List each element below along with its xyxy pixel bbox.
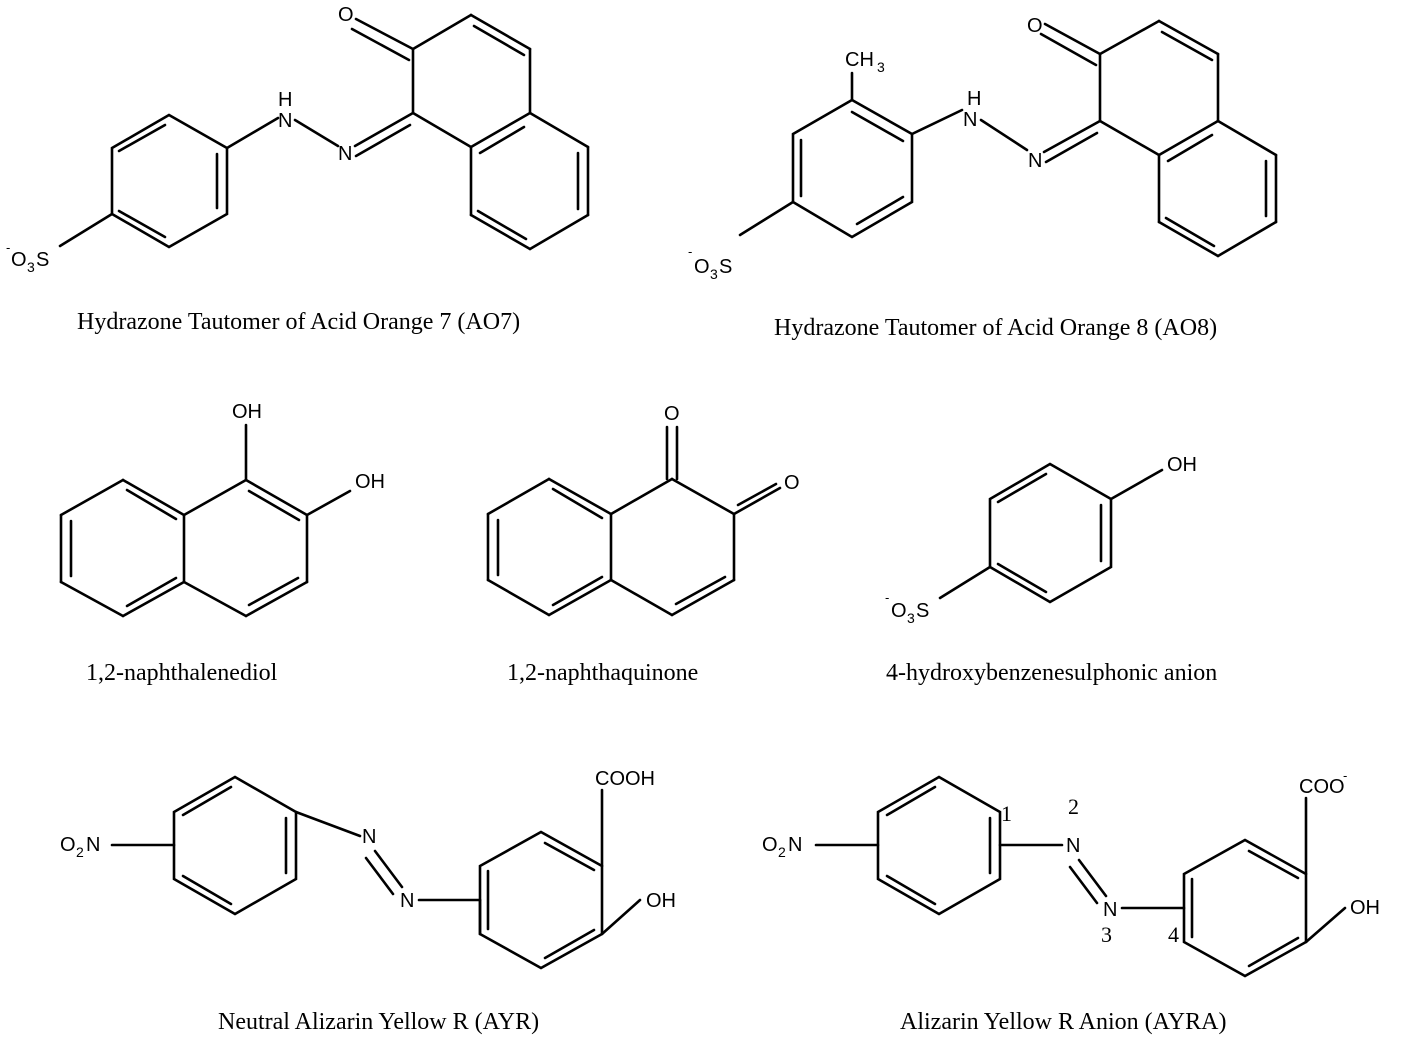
atom-label: 3	[27, 259, 35, 275]
caption-ao7: Hydrazone Tautomer of Acid Orange 7 (AO7…	[77, 309, 520, 335]
atom-label: N	[788, 834, 802, 856]
atom-label: O	[60, 834, 76, 856]
structure-naphthalenediol: OH OH 1,2-naphthalenediol	[59, 401, 385, 686]
atom-label: H	[278, 89, 292, 111]
atom-label: OH	[1167, 454, 1197, 476]
position-number: 2	[1068, 794, 1079, 819]
structure-naphthaquinone: O O 1,2-naphthaquinone	[486, 403, 800, 686]
structure-ayr: O 2 N N N COOH OH Neutral Alizarin Yello…	[60, 768, 676, 1035]
caption-quinone: 1,2-naphthaquinone	[507, 660, 698, 686]
caption-ao8: Hydrazone Tautomer of Acid Orange 8 (AO8…	[774, 315, 1217, 341]
atom-label: N	[963, 109, 977, 131]
atom-label: OH	[1350, 897, 1380, 919]
atom-label: CH	[845, 49, 874, 71]
atom-label: COOH	[595, 768, 655, 790]
atom-label: OH	[232, 401, 262, 423]
atom-label: O	[762, 834, 778, 856]
charge-label: -	[688, 244, 692, 259]
atom-label: N	[1103, 899, 1117, 921]
atom-label: O	[1027, 15, 1043, 37]
charge-label: -	[6, 240, 10, 255]
position-number: 3	[1101, 922, 1112, 947]
atom-label: O	[338, 4, 354, 26]
atom-label: N	[278, 110, 292, 132]
atom-label: 2	[778, 844, 786, 860]
atom-label: S	[36, 249, 49, 271]
structure-ao7: O H N N - O 3 S Hydrazone Tautomer of Ac…	[6, 4, 590, 335]
atom-label: N	[338, 143, 352, 165]
atom-label: S	[916, 600, 929, 622]
atom-label: H	[967, 88, 981, 110]
atom-label: N	[400, 890, 414, 912]
atom-label: 2	[76, 844, 84, 860]
atom-label: O	[891, 600, 907, 622]
atom-label: 3	[907, 610, 915, 626]
caption-ayr: Neutral Alizarin Yellow R (AYR)	[218, 1009, 539, 1035]
atom-label: OH	[355, 471, 385, 493]
atom-label: N	[1028, 150, 1042, 172]
atom-label: S	[719, 256, 732, 278]
atom-label: 3	[877, 59, 885, 75]
atom-label: COO	[1299, 776, 1345, 798]
position-number: 4	[1168, 922, 1179, 947]
atom-label: 3	[710, 266, 718, 282]
atom-label: O	[784, 472, 800, 494]
charge-label: -	[885, 590, 889, 605]
structure-hydroxybenzenesulphonic: OH - O 3 S 4-hydroxybenzenesulphonic ani…	[885, 454, 1217, 686]
caption-ayra: Alizarin Yellow R Anion (AYRA)	[900, 1009, 1226, 1035]
position-number: 1	[1001, 801, 1012, 826]
structure-ao8: CH 3 - O 3 S H N N O Hydr	[688, 15, 1278, 341]
atom-label: O	[11, 249, 27, 271]
atom-label: N	[362, 826, 376, 848]
atom-label: OH	[646, 890, 676, 912]
structure-ayra: O 2 N N N COO - OH 1 2 3 4 Alizarin Yell…	[762, 768, 1380, 1035]
charge-label: -	[1343, 768, 1347, 783]
atom-label: N	[86, 834, 100, 856]
caption-diol: 1,2-naphthalenediol	[86, 660, 278, 686]
atom-label: O	[664, 403, 680, 425]
caption-hbsa: 4-hydroxybenzenesulphonic anion	[886, 660, 1217, 686]
atom-label: N	[1066, 835, 1080, 857]
atom-label: O	[694, 256, 710, 278]
